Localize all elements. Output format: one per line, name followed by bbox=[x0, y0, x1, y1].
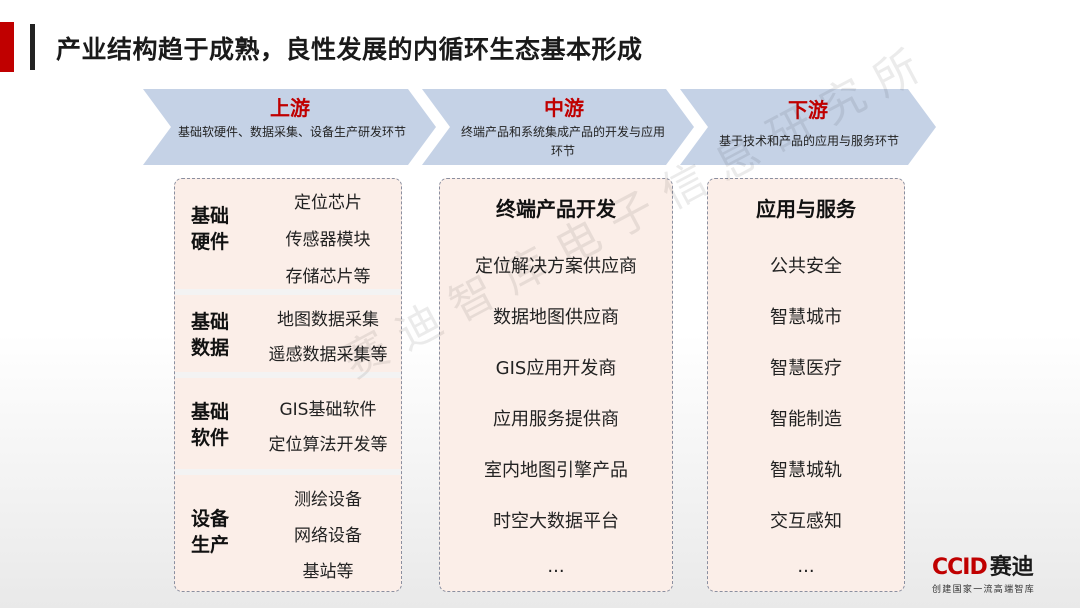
list-item: 定位芯片 bbox=[294, 193, 362, 213]
list-item: 定位解决方案供应商 bbox=[475, 256, 637, 277]
list-item: 智慧城市 bbox=[770, 307, 842, 328]
list-item: 网络设备 bbox=[294, 526, 362, 546]
midstream-heading: 终端产品开发 bbox=[496, 197, 616, 221]
midstream-chevron bbox=[422, 89, 694, 165]
stage-chevrons bbox=[143, 89, 936, 165]
title-accent-dark bbox=[30, 24, 35, 70]
list-item: GIS应用开发商 bbox=[495, 358, 617, 379]
list-item: 测绘设备 bbox=[294, 490, 362, 510]
list-item: 智慧医疗 bbox=[770, 358, 842, 379]
upstream-items-hardware: 定位芯片 传感器模块 存储芯片等 bbox=[253, 185, 403, 296]
upstream-category-hardware: 基础硬件 bbox=[190, 205, 229, 253]
list-item: 定位算法开发等 bbox=[268, 435, 388, 455]
list-item: ... bbox=[547, 556, 565, 577]
downstream-heading: 应用与服务 bbox=[756, 197, 856, 221]
stage-desc-downstream: 基于技术和产品的应用与服务环节 bbox=[718, 134, 899, 148]
title-accent-red bbox=[0, 22, 14, 72]
list-item: 公共安全 bbox=[770, 256, 842, 277]
list-item: 基站等 bbox=[302, 562, 354, 582]
stage-title-upstream: 上游 bbox=[270, 96, 310, 120]
upstream-items-equipment: 测绘设备 网络设备 基站等 bbox=[253, 482, 403, 590]
slide-title: 产业结构趋于成熟，良性发展的内循环生态基本形成 bbox=[56, 35, 643, 64]
upstream-panel: 基础硬件 定位芯片 传感器模块 存储芯片等 基础数据 地图数据采集 遥感数据采集… bbox=[174, 178, 402, 592]
list-item: 智慧城轨 bbox=[770, 460, 842, 481]
stage-desc-upstream: 基础软硬件、数据采集、设备生产研发环节 bbox=[178, 125, 407, 139]
stage-title-midstream: 中游 bbox=[544, 96, 584, 120]
downstream-panel: 应用与服务 公共安全 智慧城市 智慧医疗 智能制造 智慧城轨 交互感知 ... bbox=[707, 178, 905, 592]
upstream-chevron bbox=[143, 89, 436, 165]
logo-name: 赛迪 bbox=[989, 555, 1034, 580]
list-item: 遥感数据采集等 bbox=[268, 345, 388, 365]
list-item: 时空大数据平台 bbox=[493, 511, 619, 532]
logo-tagline: 创建国家一流高端智库 bbox=[932, 585, 1036, 595]
list-item: GIS基础软件 bbox=[279, 400, 377, 420]
upstream-category-data: 基础数据 bbox=[190, 311, 229, 359]
stage-desc-midstream: 终端产品和系统集成产品的开发与应用环节 bbox=[460, 125, 665, 158]
list-item: 传感器模块 bbox=[285, 230, 371, 250]
upstream-items-software: GIS基础软件 定位算法开发等 bbox=[253, 393, 403, 463]
stage-title-downstream: 下游 bbox=[788, 98, 828, 122]
list-item: 交互感知 bbox=[770, 511, 842, 532]
list-item: 存储芯片等 bbox=[285, 267, 371, 287]
upstream-items-data: 地图数据采集 遥感数据采集等 bbox=[253, 303, 403, 373]
upstream-category-software: 基础软件 bbox=[190, 401, 229, 449]
list-item: ... bbox=[797, 556, 815, 577]
list-item: 智能制造 bbox=[770, 409, 842, 430]
list-item: 地图数据采集 bbox=[277, 310, 379, 330]
upstream-category-equipment: 设备生产 bbox=[190, 508, 229, 556]
band-divider bbox=[175, 289, 401, 295]
list-item: 应用服务提供商 bbox=[493, 409, 619, 430]
logo-mark-text: CCID bbox=[932, 555, 988, 580]
list-item: 室内地图引擎产品 bbox=[484, 460, 628, 481]
downstream-chevron bbox=[680, 89, 936, 165]
midstream-panel: 终端产品开发 定位解决方案供应商 数据地图供应商 GIS应用开发商 应用服务提供… bbox=[439, 178, 673, 592]
list-item: 数据地图供应商 bbox=[493, 307, 619, 328]
band-divider bbox=[175, 372, 401, 378]
band-divider bbox=[175, 469, 401, 475]
